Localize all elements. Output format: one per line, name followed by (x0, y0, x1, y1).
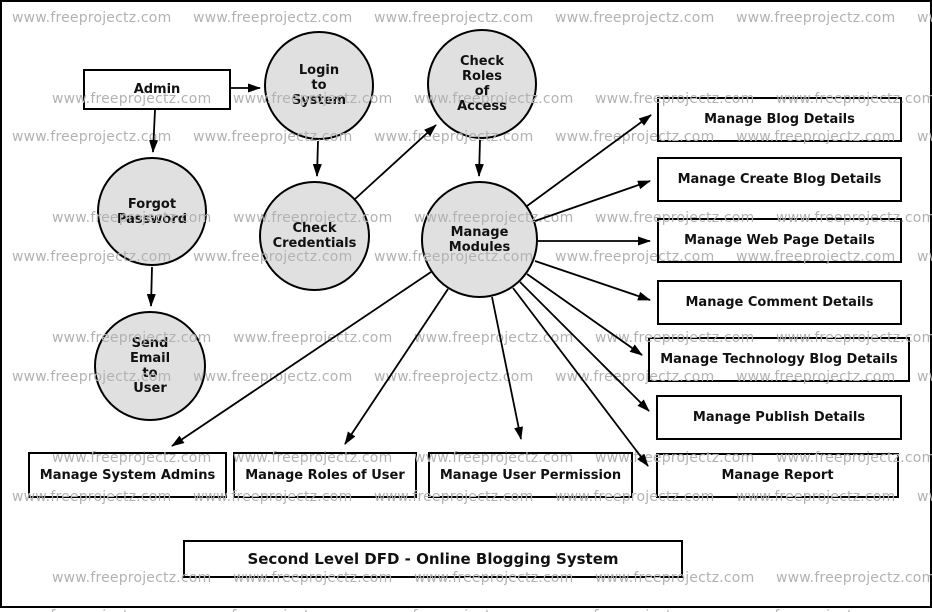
process-check-roles-of-access-label: Check Roles of Access (457, 54, 507, 114)
diagram-title: Second Level DFD - Online Blogging Syste… (247, 549, 619, 568)
diagram-title-box: Second Level DFD - Online Blogging Syste… (183, 540, 683, 578)
process-login-to-system-label: Login to System (291, 63, 347, 108)
entity-admin-label: Admin (133, 82, 181, 97)
watermark-text: www.freeprojectz.com (12, 608, 171, 612)
store-manage-create-blog-details-label: Manage Create Blog Details (677, 172, 882, 187)
process-manage-modules-label: Manage Modules (448, 224, 511, 255)
store-manage-comment-details-label: Manage Comment Details (685, 295, 874, 310)
process-send-email-to-user-label: Send Email to User (129, 336, 171, 396)
store-manage-system-admins-label: Manage System Admins (39, 467, 216, 483)
watermark-text: www.freeprojectz.com (917, 608, 932, 612)
store-manage-web-page-details: Manage Web Page Details (657, 218, 902, 263)
store-manage-publish-details: Manage Publish Details (656, 395, 902, 440)
store-manage-blog-details-label: Manage Blog Details (704, 112, 855, 127)
store-manage-technology-blog-details: Manage Technology Blog Details (648, 337, 910, 382)
process-forgot-password: Forgot Password (97, 157, 207, 266)
store-manage-report-label: Manage Report (721, 468, 834, 483)
entity-admin: Admin (83, 69, 231, 110)
watermark-text: www.freeprojectz.com (736, 608, 895, 612)
store-manage-roles-of-user: Manage Roles of User (233, 452, 417, 498)
store-manage-create-blog-details: Manage Create Blog Details (657, 157, 902, 202)
store-manage-system-admins: Manage System Admins (28, 452, 227, 498)
process-login-to-system: Login to System (264, 31, 374, 140)
process-send-email-to-user: Send Email to User (94, 311, 206, 421)
watermark-text: www.freeprojectz.com (374, 608, 533, 612)
store-manage-comment-details: Manage Comment Details (657, 280, 902, 325)
store-manage-user-permission: Manage User Permission (428, 452, 633, 498)
process-check-roles-of-access: Check Roles of Access (427, 29, 537, 139)
store-manage-web-page-details-label: Manage Web Page Details (684, 233, 875, 248)
store-manage-technology-blog-details-label: Manage Technology Blog Details (660, 352, 898, 367)
store-manage-user-permission-label: Manage User Permission (439, 467, 622, 483)
store-manage-report: Manage Report (656, 453, 899, 498)
process-check-credentials: Check Credentials (259, 181, 370, 291)
watermark-text: www.freeprojectz.com (555, 608, 714, 612)
process-check-credentials-label: Check Credentials (272, 221, 357, 251)
store-manage-blog-details: Manage Blog Details (657, 97, 902, 142)
store-manage-publish-details-label: Manage Publish Details (692, 410, 866, 425)
watermark-text: www.freeprojectz.com (193, 608, 352, 612)
process-forgot-password-label: Forgot Password (116, 196, 188, 227)
store-manage-roles-of-user-label: Manage Roles of User (245, 467, 405, 483)
process-manage-modules: Manage Modules (421, 181, 538, 298)
